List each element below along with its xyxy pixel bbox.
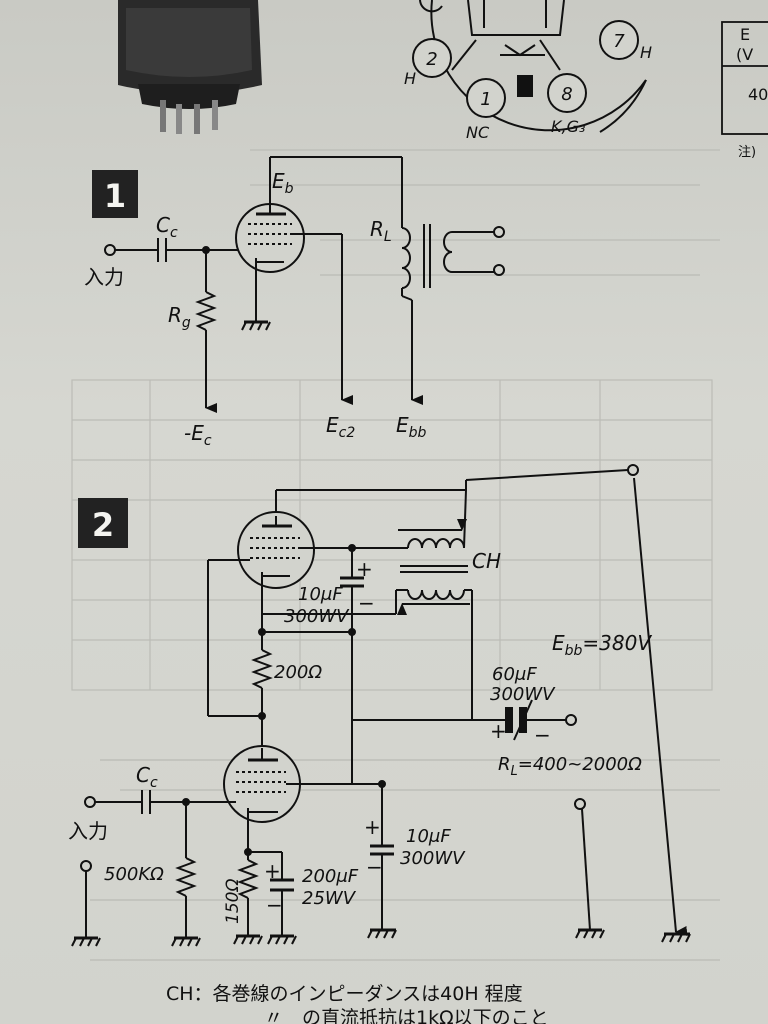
pin-1-number: 1 (480, 89, 491, 110)
fig2-cap1-plus: + (356, 557, 373, 581)
pin-8-label: K,G₃ (551, 117, 585, 136)
fig2-cap3-value: 10μF (406, 826, 451, 847)
fig2-ebb-label: Ebb=380V (552, 631, 652, 659)
caption-line-2: 〃 の直流抵抗は1kΩ以下のこと (264, 1007, 549, 1024)
pin-7-number: 7 (613, 31, 625, 52)
fig2-cap1-value: 10μF (298, 584, 343, 605)
tube-photo (118, 0, 262, 134)
fig2-cap3-minus: − (366, 855, 383, 879)
fig2-cap1-voltage: 300WV (284, 606, 350, 627)
fig2-cap200-minus: − (266, 893, 283, 917)
spec-table-fragment (721, 21, 768, 135)
pin-7-label: H (640, 43, 652, 62)
figure-2-number: 2 (92, 506, 114, 544)
fig2-cap200-voltage: 25WV (302, 888, 357, 909)
fig2-cap3-plus: + (364, 815, 381, 839)
fig2-cap1-minus: − (358, 591, 375, 615)
fig2-r150-label: 150Ω (223, 879, 243, 924)
caption-line-1: CH：各巻線のインピーダンスは40H 程度 (166, 983, 523, 1005)
fig1-ec2-label: Ec2 (326, 413, 355, 441)
table-value: 40 (748, 85, 768, 104)
fig2-cap200-plus: + (264, 859, 281, 883)
fig1-rg-label: Rg (168, 303, 191, 331)
figure-1-badge (92, 170, 138, 218)
pin-1-label: NC (466, 123, 490, 142)
table-head-2: (V (736, 45, 753, 64)
pin-8-number: 8 (561, 84, 572, 105)
fig2-cc-label: Cc (136, 763, 158, 791)
figure-1-number: 1 (104, 177, 126, 215)
pin-2-label: H (404, 69, 416, 88)
figure-2-badge (78, 498, 128, 548)
fig2-cap200-value: 200μF (302, 866, 359, 887)
fig2-r500k-label: 500KΩ (104, 864, 164, 885)
pin-2-number: 2 (426, 49, 437, 70)
fig1-cc-label: Cc (156, 213, 178, 241)
figure-1-circuit (104, 156, 505, 413)
fig2-cap3-voltage: 300WV (400, 848, 466, 869)
fig1-input-label: 入力 (84, 265, 124, 289)
fig2-input-label: 入力 (68, 819, 108, 843)
fig1-eb-label: Eb (272, 169, 294, 197)
fig1-rl-label: RL (370, 217, 392, 245)
fig2-r200-label: 200Ω (274, 662, 322, 683)
fig2-cap60-plus: + (490, 719, 507, 743)
table-note: 注) (738, 145, 756, 160)
fig1-ebb-label: Ebb (396, 413, 427, 441)
table-head-1: E (740, 25, 750, 44)
fig2-rl-range-label: RL=400~2000Ω (498, 754, 642, 779)
figure-2-circuit (71, 464, 691, 947)
fig2-cap60-value: 60μF (492, 664, 537, 685)
fig1-ec-label: -Ec (184, 421, 212, 449)
fig2-cap60-minus: − (534, 723, 551, 747)
socket-diagram (412, 0, 647, 133)
fig2-ch-label: CH (472, 549, 501, 573)
fig2-cap60-voltage: 300WV (490, 684, 556, 705)
